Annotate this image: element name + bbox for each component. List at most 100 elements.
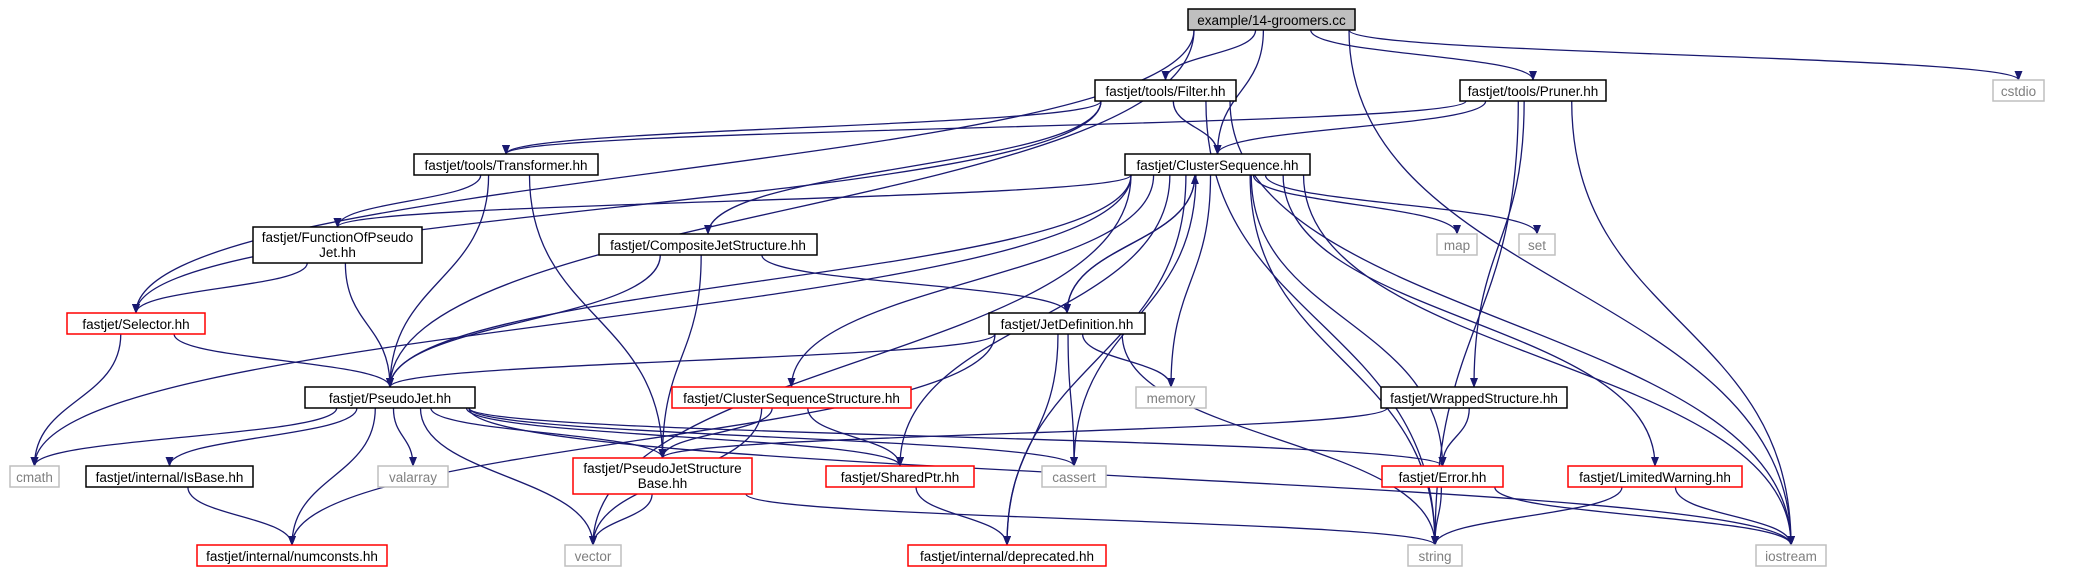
edge-root-to-cstdio (1348, 29, 2023, 81)
node-deprecated-hh[interactable]: fastjet/internal/deprecated.hh (907, 544, 1107, 567)
edge-transformer-to-pjsb (528, 174, 667, 459)
node-isbase-hh[interactable]: fastjet/internal/IsBase.hh (85, 465, 254, 488)
node-label: cassert (1052, 470, 1096, 485)
node-cassert[interactable]: cassert (1041, 465, 1107, 488)
node-label: cmath (16, 470, 53, 485)
node-label: fastjet/tools/Transformer.hh (424, 158, 587, 173)
edge-pseudojet-to-valarray (392, 407, 417, 467)
edge-root-to-clusterseq (1213, 29, 1265, 155)
node-label: valarray (389, 470, 437, 485)
node-functionofpseudojet-hh[interactable]: fastjet/FunctionOfPseudo Jet.hh (252, 226, 423, 264)
node-label: fastjet/PseudoJet.hh (329, 391, 451, 406)
node-label: cstdio (2001, 84, 2036, 99)
node-label-line-2: Jet.hh (319, 245, 356, 260)
edge-transformer-to-pseudojet (386, 174, 490, 388)
node-label: map (1444, 238, 1470, 253)
edge-csstructure-to-pjsb (658, 407, 773, 459)
node-label-line-1: fastjet/FunctionOfPseudo (262, 230, 414, 245)
node-label: fastjet/tools/Filter.hh (1105, 84, 1225, 99)
node-label: iostream (1765, 549, 1817, 564)
edge-clusterseq-to-csstructure (787, 174, 1155, 388)
node-numconsts-hh[interactable]: fastjet/internal/numconsts.hh (196, 544, 388, 567)
edge-pjsb-to-string (745, 493, 1439, 546)
node-filter-hh[interactable]: fastjet/tools/Filter.hh (1094, 79, 1237, 102)
node-jetdefinition-hh[interactable]: fastjet/JetDefinition.hh (988, 312, 1146, 335)
edge-clusterseq-to-iostream (1302, 174, 1795, 546)
node-map[interactable]: map (1436, 233, 1478, 256)
node-string[interactable]: string (1407, 544, 1463, 567)
edge-error-to-iostream (1494, 486, 1795, 546)
edge-clusterseq-to-memory (1167, 174, 1212, 388)
node-limitedwarning-hh[interactable]: fastjet/LimitedWarning.hh (1567, 465, 1743, 488)
edge-clusterseq-to-error (1250, 174, 1447, 467)
edge-isbase-to-numconsts (187, 486, 296, 546)
node-label: set (1528, 238, 1546, 253)
edge-root-to-iostream (1348, 29, 1795, 546)
node-clustersequencestructure-hh[interactable]: fastjet/ClusterSequenceStructure.hh (671, 386, 912, 409)
edge-pruner-to-clusterseq (1213, 100, 1487, 155)
node-compositejetstructure-hh[interactable]: fastjet/CompositeJetStructure.hh (598, 233, 818, 256)
edge-filter-to-string (1205, 100, 1439, 546)
edge-pruner-to-iostream (1571, 100, 1795, 546)
edge-pseudojet-to-vector (419, 407, 597, 546)
node-label: fastjet/ClusterSequence.hh (1136, 158, 1298, 173)
node-memory[interactable]: memory (1135, 386, 1207, 409)
edge-limwarn-to-string (1431, 486, 1623, 546)
node-valarray[interactable]: valarray (377, 465, 449, 488)
node-example-14-groomers-cc[interactable]: example/14-groomers.cc (1187, 8, 1356, 31)
node-label: fastjet/Error.hh (1399, 470, 1487, 485)
node-sharedptr-hh[interactable]: fastjet/SharedPtr.hh (825, 465, 975, 488)
edge-jetdef-to-pseudojet (386, 333, 996, 388)
node-label: fastjet/JetDefinition.hh (1001, 317, 1134, 332)
edge-sharedptr-to-deprecated (915, 486, 1011, 546)
edge-root-to-filter (1161, 29, 1257, 81)
edge-clusterseq-to-set (1264, 174, 1541, 235)
node-label: fastjet/Selector.hh (82, 317, 189, 332)
edge-pseudojet-to-cmath (30, 407, 338, 467)
node-clustersequence-hh[interactable]: fastjet/ClusterSequence.hh (1124, 153, 1311, 176)
edge-clusterseq-to-string (1249, 174, 1439, 546)
edge-clusterseq-to-funcpj (333, 174, 1132, 228)
node-label-line-2: Base.hh (638, 476, 688, 491)
edge-pseudojet-to-sharedptr (465, 407, 904, 467)
node-label: fastjet/WrappedStructure.hh (1390, 391, 1558, 406)
node-pseudojetstructurebase-hh[interactable]: fastjet/PseudoJetStructure Base.hh (572, 457, 753, 495)
edge-selector-to-pseudojet (173, 333, 394, 388)
node-label: example/14-groomers.cc (1197, 13, 1346, 28)
node-pseudojet-hh[interactable]: fastjet/PseudoJet.hh (304, 386, 476, 409)
node-label: fastjet/internal/IsBase.hh (96, 470, 244, 485)
node-label: vector (575, 549, 612, 564)
node-label: string (1418, 549, 1451, 564)
node-selector-hh[interactable]: fastjet/Selector.hh (66, 312, 206, 335)
node-cstdio[interactable]: cstdio (1992, 79, 2045, 102)
node-label: fastjet/LimitedWarning.hh (1579, 470, 1731, 485)
node-iostream[interactable]: iostream (1755, 544, 1827, 567)
edge-clusterseq-to-deprecated (1003, 174, 1187, 546)
node-cmath[interactable]: cmath (9, 465, 60, 488)
node-wrappedstructure-hh[interactable]: fastjet/WrappedStructure.hh (1380, 386, 1568, 409)
node-label: memory (1147, 391, 1196, 406)
edge-jetdef-to-string (1121, 333, 1439, 546)
edge-pseudojet-to-numconsts (288, 407, 376, 546)
edge-funcpj-to-selector (132, 262, 308, 314)
edge-pseudojet-to-error (468, 407, 1447, 467)
node-label: fastjet/internal/deprecated.hh (920, 549, 1094, 564)
node-vector[interactable]: vector (564, 544, 622, 567)
edge-compjet-to-pjsb (658, 254, 702, 459)
edge-limwarn-to-iostream (1674, 486, 1795, 546)
node-label: fastjet/CompositeJetStructure.hh (610, 238, 806, 253)
node-error-hh[interactable]: fastjet/Error.hh (1381, 465, 1504, 488)
node-pruner-hh[interactable]: fastjet/tools/Pruner.hh (1459, 79, 1607, 102)
node-transformer-hh[interactable]: fastjet/tools/Transformer.hh (413, 153, 599, 176)
edge-clusterseq-to-pseudojet (386, 174, 1132, 388)
node-label-line-1: fastjet/PseudoJetStructure (583, 461, 741, 476)
edge-funcpj-to-pseudojet (344, 262, 394, 388)
edge-selector-to-cmath (30, 333, 122, 467)
node-set[interactable]: set (1518, 233, 1556, 256)
edge-compjet-to-pseudojet (386, 254, 661, 388)
edge-wrapped-to-error (1438, 407, 1470, 467)
edge-csstructure-to-sharedptr (807, 407, 904, 467)
edge-jetdef-to-memory (1081, 333, 1175, 388)
nodes-layer: example/14-groomers.cc fastjet/tools/Fil… (9, 8, 2045, 567)
